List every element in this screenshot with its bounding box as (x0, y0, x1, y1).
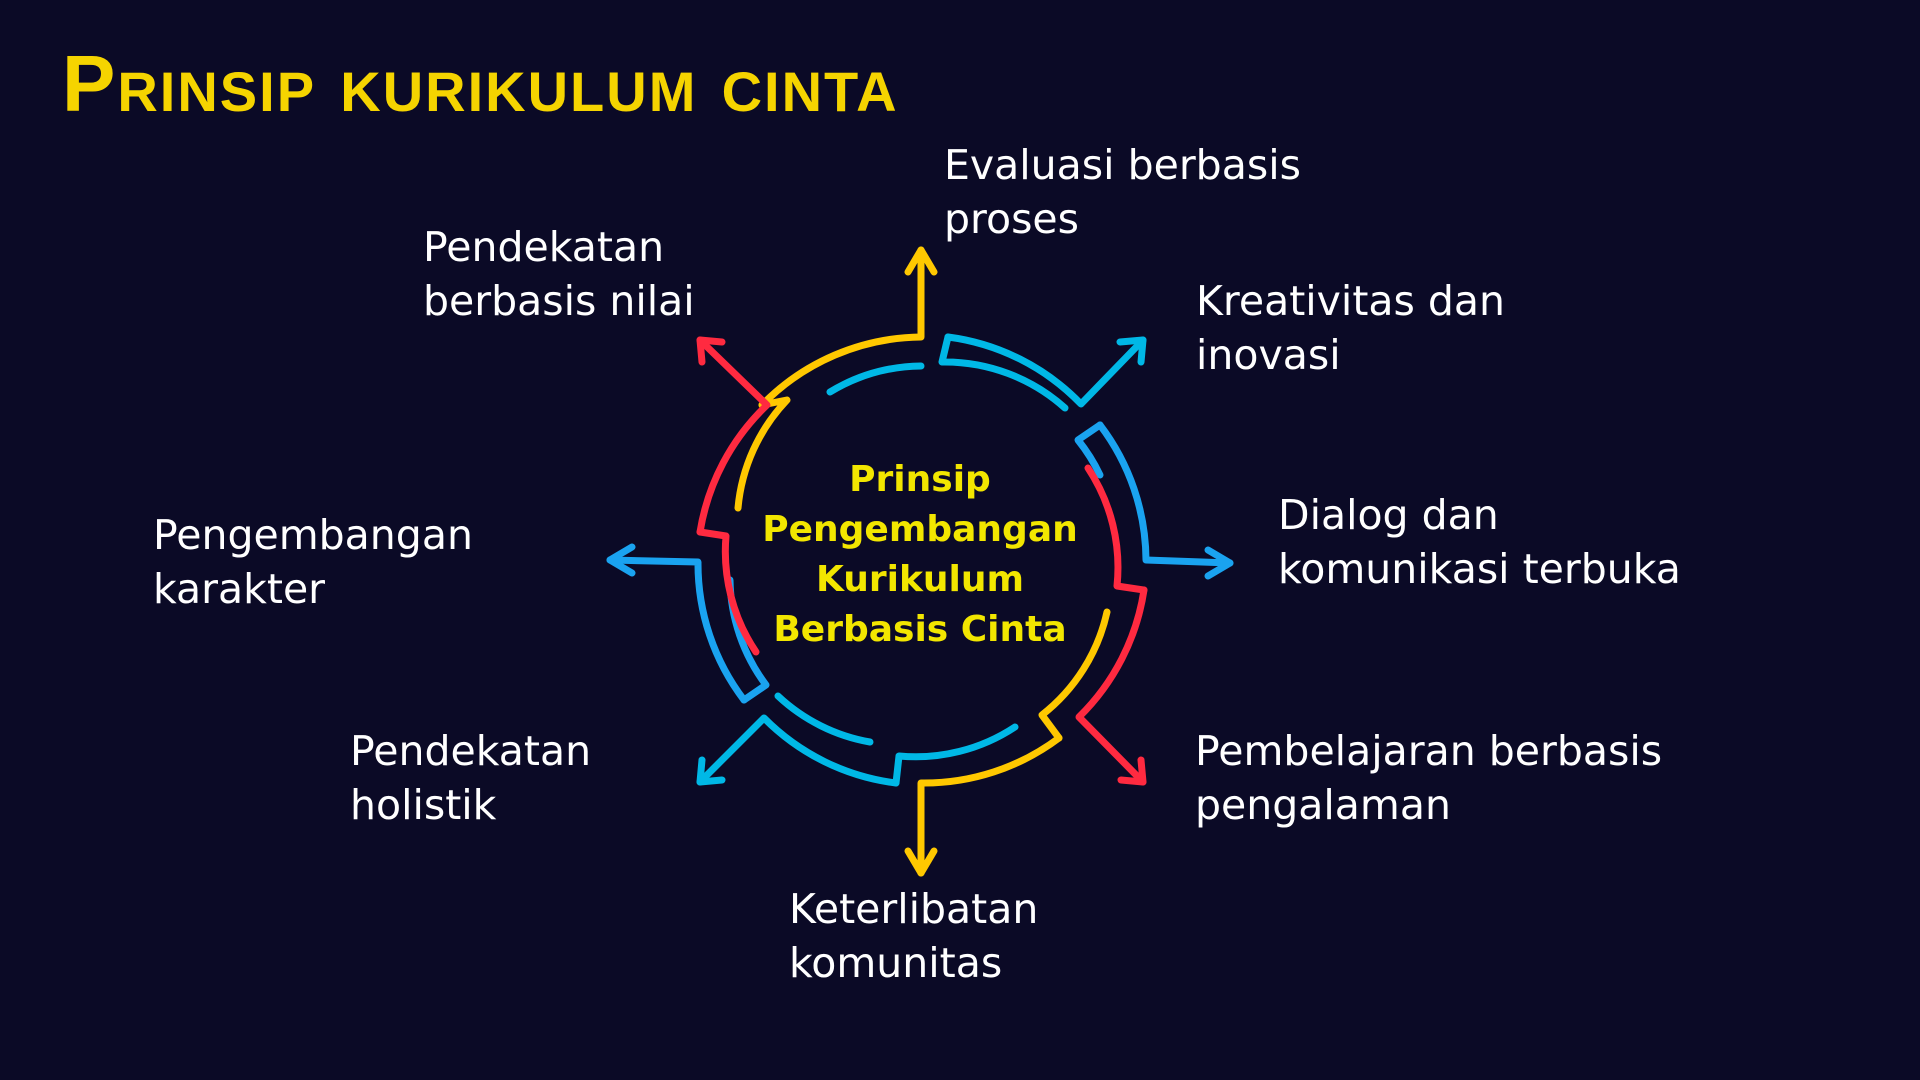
label-pendekatan-nilai: Pendekatan berbasis nilai (423, 223, 695, 325)
arrow-kreativitas (826, 333, 1147, 412)
label-dialog: Dialog dan komunikasi terbuka (1278, 491, 1681, 593)
arrow-pembelajaran (1075, 464, 1148, 786)
label-pengembangan-karakter: Pengembangan karakter (153, 511, 473, 613)
arrow-keterlibatan (904, 608, 1111, 877)
label-evaluasi: Evaluasi berbasis proses (944, 141, 1301, 243)
label-holistik: Pendekatan holistik (350, 727, 592, 829)
center-title: Prinsip Pengembangan Kurikulum Berbasis … (762, 459, 1078, 650)
label-pembelajaran: Pembelajaran berbasis pengalaman (1195, 727, 1663, 829)
page-title: Prinsip kurikulum cinta (62, 39, 899, 128)
label-kreativitas: Kreativitas dan inovasi (1196, 277, 1506, 379)
arrow-pendekatan-nilai (696, 336, 771, 656)
arrow-evaluasi (734, 246, 938, 512)
arrow-dialog (1074, 421, 1234, 580)
arrow-holistik (696, 692, 1019, 787)
label-keterlibatan: Keterlibatan komunitas (789, 885, 1039, 987)
